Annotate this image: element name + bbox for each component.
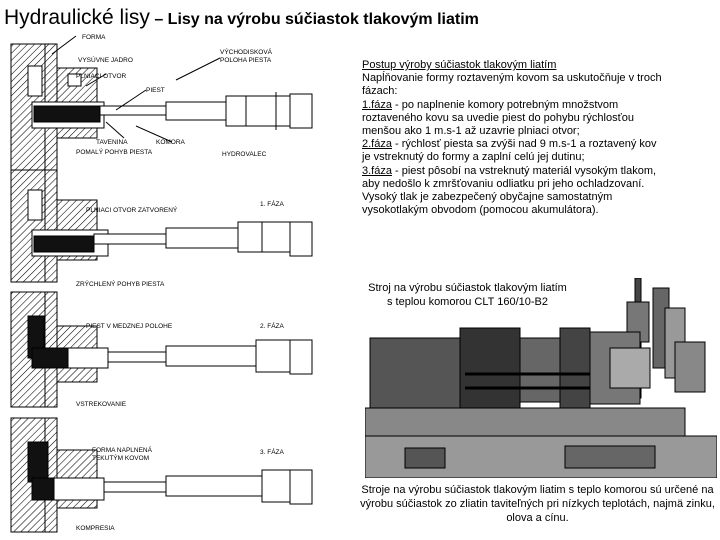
die-casting-phases-diagram: FORMA VÝCHODISKOVÁ POLOHA PIESTA VYSÚVNE… [6,30,346,538]
label-piest: PIEST [146,87,165,94]
process-description: Postup výroby súčiastok tlakovým liatím … [362,59,662,217]
description-heading: Postup výroby súčiastok tlakovým liatím [362,59,557,71]
label-pomaly-pohyb: POMALÝ POHYB PIESTA [76,147,153,156]
label-plniaci-otvor: PLNIACI OTVOR [76,73,127,80]
machine-caption-line-2: s teplou komorou CLT 160/10-B2 [386,296,549,308]
phase-2-text: - rýchlosť piesta sa zvýši nad 9 m.s-1 a… [362,138,657,164]
phase-3-text: - piest pôsobí na vstreknutý materiál vy… [362,164,657,217]
label-hydrovalec: HYDROVALEC [222,151,267,158]
label-tavenina: TAVENINA [96,139,128,146]
label-kompresia: KOMPRESIA [76,525,115,532]
title-sub: – Lisy na výrobu súčiastok tlakovým liat… [149,11,479,28]
label-plniaci-zatvoreny: PLNIACI OTVOR ZATVORENÝ [86,205,178,214]
label-vysuvne-jadro: VYSÚVNE JADRO [78,55,133,64]
label-faza-2: 2. FÁZA [260,321,285,330]
label-vychodiskova-2: POLOHA PIESTA [220,57,272,64]
label-forma-naplnena-2: TEKUTÝM KOVOM [92,453,149,462]
machine-illustration [365,278,717,478]
label-piest-medzi: PIEST V MEDZNEJ POLOHE [86,323,173,330]
machine-description: Stroje na výrobu súčiastok tlakovým liat… [360,483,715,525]
label-zrychleny: ZRÝCHLENÝ POHYB PIESTA [76,279,165,288]
phase-1-text: - po naplnenie komory potrebným množstvo… [362,98,634,138]
machine-caption-line-1: Stroj na výrobu súčiastok tlakovým liatí… [368,282,567,294]
panel-phase-3 [10,417,313,533]
title-main: Hydraulické lisy [4,6,150,29]
label-forma-naplnena-1: FORMA NAPLNENÁ [92,445,153,454]
label-faza-1: 1. FÁZA [260,199,285,208]
page-title: Hydraulické lisy – Lisy na výrobu súčias… [4,6,479,30]
panel-phase-1 [10,169,313,283]
description-intro: Napĺňovanie formy roztaveným kovom sa us… [362,72,662,98]
label-vstrekovanie: VSTREKOVANIE [76,401,127,408]
panel-phase-2 [10,291,313,408]
phase-3-label: 3.fáza [362,164,392,177]
label-forma: FORMA [82,34,106,41]
label-faza-3: 3. FÁZA [260,447,285,456]
machine-caption: Stroj na výrobu súčiastok tlakovým liatí… [355,281,580,309]
label-vychodiskova-1: VÝCHODISKOVÁ [220,47,273,56]
label-komora: KOMORA [156,139,186,146]
phase-2-label: 2.fáza [362,138,392,151]
panel-initial [10,43,313,171]
diagram-svg: FORMA VÝCHODISKOVÁ POLOHA PIESTA VYSÚVNE… [10,34,313,533]
phase-1-label: 1.fáza [362,98,392,111]
machine-photo [365,278,717,478]
